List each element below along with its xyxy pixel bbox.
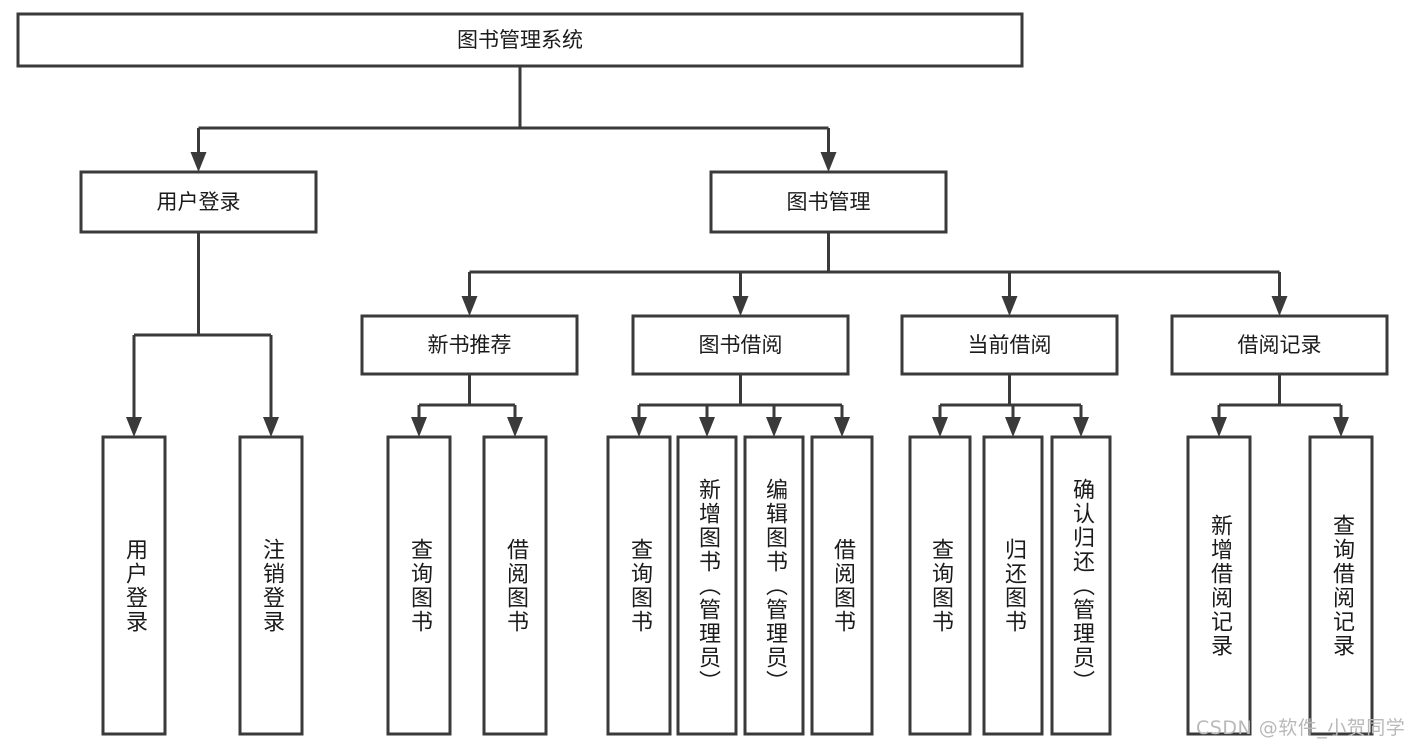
root-arrow-0 [190,152,207,172]
grp-借阅记录-arrow-0 [1211,417,1227,437]
grp-新书推荐-arrow-0 [411,417,427,437]
grp-借阅记录-arrow-1 [1333,417,1349,437]
leaf-node-0-box[interactable] [101,435,167,736]
node-当前借阅-label: 当前借阅 [968,333,1052,357]
leaf-node-4-box[interactable] [606,435,672,736]
node-借阅记录-box[interactable] [1170,314,1389,376]
leaf-node-3-box[interactable] [482,435,548,736]
leaf-node-12-box[interactable] [1308,435,1374,736]
book-mgmt-arrow-3 [1271,296,1288,316]
node-图书借阅-label: 图书借阅 [699,333,783,357]
grp-当前借阅-arrow-2 [1073,417,1089,437]
node-图书管理-label: 图书管理 [787,190,871,214]
leaf-node-5-box[interactable] [676,435,738,736]
leaf-node-11-box[interactable] [1186,435,1252,736]
grp-用户登录-arrow-0 [126,417,142,437]
node-借阅记录-label: 借阅记录 [1238,333,1322,357]
grp-当前借阅-arrow-1 [1005,417,1021,437]
leaf-node-10-box[interactable] [1050,435,1112,736]
book-mgmt-arrow-1 [732,296,749,316]
grp-图书借阅-arrow-0 [631,417,647,437]
csdn-watermark: CSDN @软件_小贺同学 [1196,717,1405,739]
leaf-node-7-box[interactable] [810,435,874,736]
root-arrow-1 [820,152,837,172]
grp-图书借阅-arrow-1 [699,417,715,437]
grp-新书推荐-arrow-1 [507,417,523,437]
book-mgmt-arrow-0 [461,296,478,316]
book-mgmt-arrow-2 [1001,296,1018,316]
grp-用户登录-arrow-1 [263,417,279,437]
node-当前借阅-box[interactable] [900,314,1119,376]
node-用户登录-label: 用户登录 [157,190,241,214]
grp-图书借阅-arrow-2 [766,417,782,437]
grp-当前借阅-arrow-0 [932,417,948,437]
root-node-box[interactable] [16,12,1024,68]
leaf-node-2-box[interactable] [386,435,452,736]
node-新书推荐-box[interactable] [360,314,579,376]
grp-图书借阅-arrow-3 [834,417,850,437]
node-新书推荐-label: 新书推荐 [428,333,512,357]
leaf-node-6-box[interactable] [743,435,805,736]
node-图书管理-box[interactable] [709,170,948,234]
node-图书借阅-box[interactable] [631,314,850,376]
leaf-node-8-box[interactable] [908,435,972,736]
node-用户登录-box[interactable] [79,170,318,234]
leaf-node-1-box[interactable] [238,435,304,736]
leaf-node-9-box[interactable] [982,435,1044,736]
connector-layer [126,66,1349,437]
root-node-label: 图书管理系统 [457,28,583,52]
